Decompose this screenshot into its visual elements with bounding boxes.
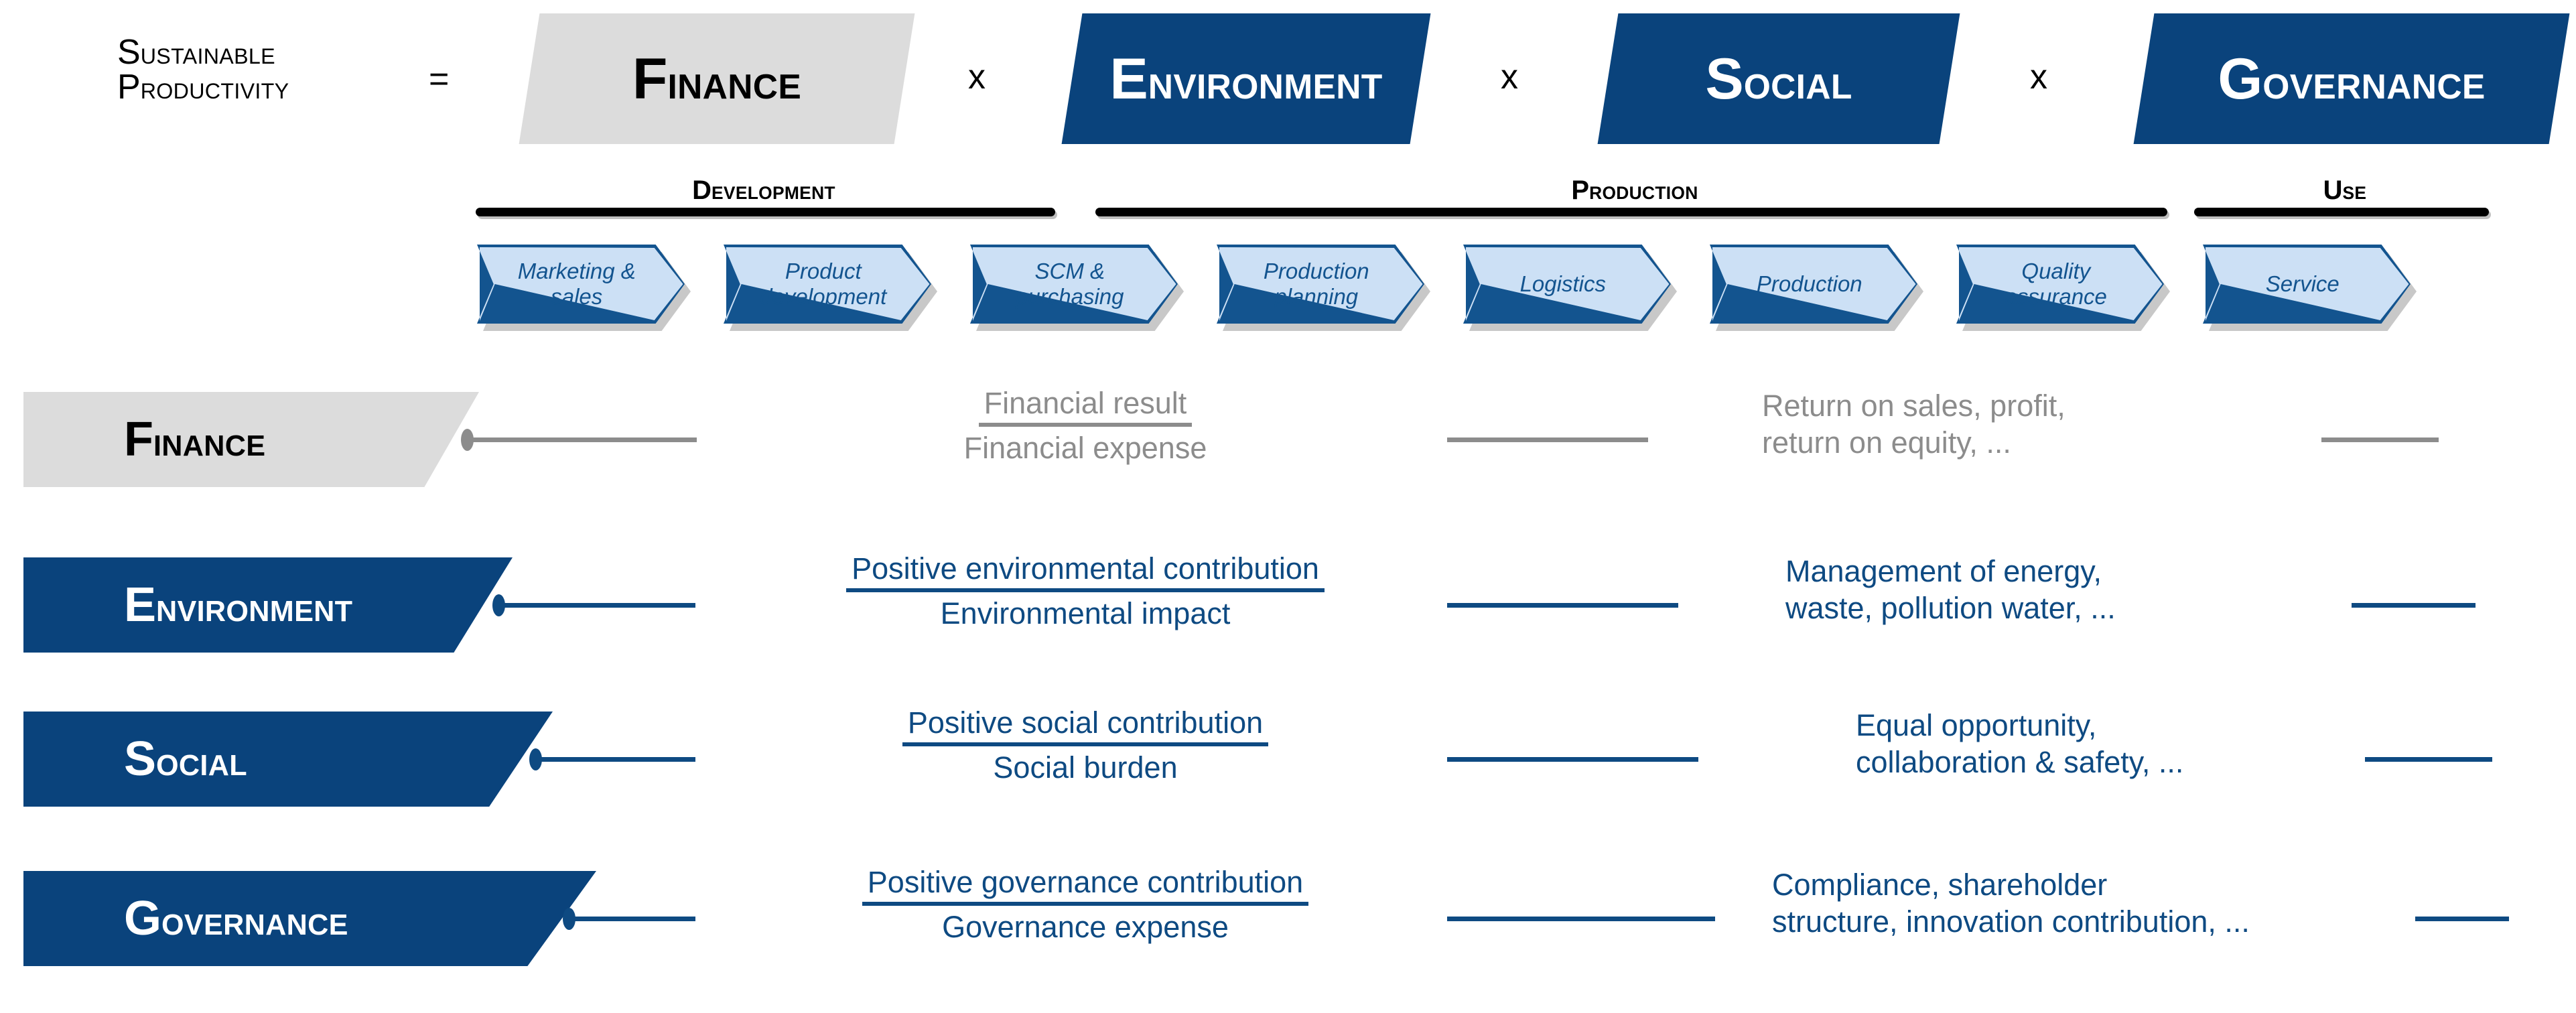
dimension-label-finance: FINANCE xyxy=(124,413,266,466)
outcome-tail-line xyxy=(2415,917,2509,921)
connector-dot xyxy=(461,429,474,451)
social-numerator: Positive social contribution xyxy=(902,705,1269,747)
outcome-tail-line xyxy=(2365,757,2492,762)
dimension-block-social: SOCIAL xyxy=(23,712,553,807)
connector-dot xyxy=(563,908,575,930)
factor-block-environment: ENVIRONMENT xyxy=(1061,13,1431,144)
factor-block-social: SOCIAL xyxy=(1597,13,1960,144)
outcome-tail-line xyxy=(2352,603,2476,608)
phase-title-production: PRODUCTION xyxy=(1571,176,1698,205)
finance-denominator: Financial expense xyxy=(963,431,1207,466)
sp-line1-rest: USTAINABLE xyxy=(140,44,275,68)
phase-bar-production xyxy=(1095,208,2167,216)
times-sign-2: x xyxy=(1501,58,1518,96)
social-ratio: Positive social contribution Social burd… xyxy=(717,705,1454,786)
times-sign-3: x xyxy=(2030,58,2047,96)
dimension-block-governance: GOVERNANCE xyxy=(23,871,596,966)
connector-line xyxy=(501,603,695,608)
social-outcome-line1: Equal opportunity, xyxy=(1856,708,2097,742)
sustainable-productivity-label: SUSTAINABLE PRODUCTIVITY xyxy=(117,35,425,105)
dimension-label-social: SOCIAL xyxy=(124,732,247,786)
ratio-outcome-connector xyxy=(1447,437,1648,442)
factor-block-finance: FINANCE xyxy=(519,13,915,144)
process-step-label: SCM &purchasing xyxy=(1016,258,1124,309)
sp-line2-rest: RODUCTIVITY xyxy=(140,79,289,103)
finance-outcome-line2: return on equity, ... xyxy=(1762,425,2011,460)
dimension-block-finance: FINANCE xyxy=(23,392,479,487)
times-sign-1: x xyxy=(968,58,986,96)
environment-ratio: Positive environmental contribution Envi… xyxy=(717,551,1454,632)
process-step-label: Logistics xyxy=(1519,271,1606,296)
phase-title-use: USE xyxy=(2323,176,2367,205)
process-step-scm-purchasing[interactable]: SCM &purchasing xyxy=(970,245,1184,331)
governance-numerator: Positive governance contribution xyxy=(862,865,1309,906)
equals-sign: = xyxy=(429,60,450,98)
governance-denominator: Governance expense xyxy=(942,910,1229,945)
dimension-label-governance: GOVERNANCE xyxy=(124,892,348,945)
factor-environment-label: ENVIRONMENT xyxy=(1109,46,1383,111)
outcome-tail-line xyxy=(2321,437,2439,442)
finance-block-shape xyxy=(23,392,479,487)
social-denominator: Social burden xyxy=(993,750,1178,785)
factor-block-governance: GOVERNANCE xyxy=(2133,13,2570,144)
sp-line1-cap: S xyxy=(117,33,141,72)
ratio-outcome-connector xyxy=(1447,917,1715,921)
governance-outcome-line1: Compliance, shareholder xyxy=(1772,868,2108,902)
phase-bar-development xyxy=(476,208,1055,216)
process-step-production[interactable]: Production xyxy=(1710,245,1923,331)
process-step-label: Marketing &sales xyxy=(517,258,636,309)
ratio-outcome-connector xyxy=(1447,757,1698,762)
connector-dot xyxy=(492,594,505,616)
factor-governance-label: GOVERNANCE xyxy=(2218,46,2486,111)
social-outcome-line2: collaboration & safety, ... xyxy=(1856,744,2184,779)
connector-line xyxy=(469,437,697,442)
factor-social-label: SOCIAL xyxy=(1705,46,1852,111)
phase-title-development: DEVELOPMENT xyxy=(692,176,835,205)
governance-outcome-line2: structure, innovation contribution, ... xyxy=(1772,904,2250,939)
factor-finance-label: FINANCE xyxy=(632,46,802,111)
environment-outcome-line1: Management of energy, xyxy=(1785,554,2102,588)
process-step-service[interactable]: Service xyxy=(2203,245,2417,331)
social-outcome: Equal opportunity, collaboration & safet… xyxy=(1856,707,2459,781)
environment-outcome-line2: waste, pollution water, ... xyxy=(1785,590,2116,625)
process-step-label: Service xyxy=(2265,271,2340,296)
finance-outcome-line1: Return on sales, profit, xyxy=(1762,389,2065,423)
process-step-logistics[interactable]: Logistics xyxy=(1463,245,1677,331)
governance-ratio: Positive governance contribution Governa… xyxy=(717,865,1454,945)
finance-numerator: Financial result xyxy=(978,386,1193,427)
process-step-marketing-sales[interactable]: Marketing &sales xyxy=(477,245,691,331)
connector-dot xyxy=(529,748,542,770)
sp-line2-cap: P xyxy=(117,68,141,107)
social-block-shape xyxy=(23,712,553,807)
dimension-label-environment: ENVIRONMENT xyxy=(124,578,353,632)
connector-line xyxy=(538,757,695,762)
connector-line xyxy=(571,917,695,921)
ratio-outcome-connector xyxy=(1447,603,1678,608)
environment-denominator: Environmental impact xyxy=(940,596,1231,631)
environment-block-shape xyxy=(23,557,513,653)
finance-ratio: Financial result Financial expense xyxy=(717,386,1454,466)
phase-bar-use xyxy=(2194,208,2489,216)
process-step-label: Production xyxy=(1756,271,1862,296)
environment-numerator: Positive environmental contribution xyxy=(846,551,1325,593)
finance-outcome: Return on sales, profit, return on equit… xyxy=(1762,388,2365,462)
governance-outcome: Compliance, shareholder structure, innov… xyxy=(1772,867,2509,941)
governance-block-shape xyxy=(23,871,596,966)
environment-outcome: Management of energy, waste, pollution w… xyxy=(1785,553,2388,627)
dimension-block-environment: ENVIRONMENT xyxy=(23,557,513,653)
